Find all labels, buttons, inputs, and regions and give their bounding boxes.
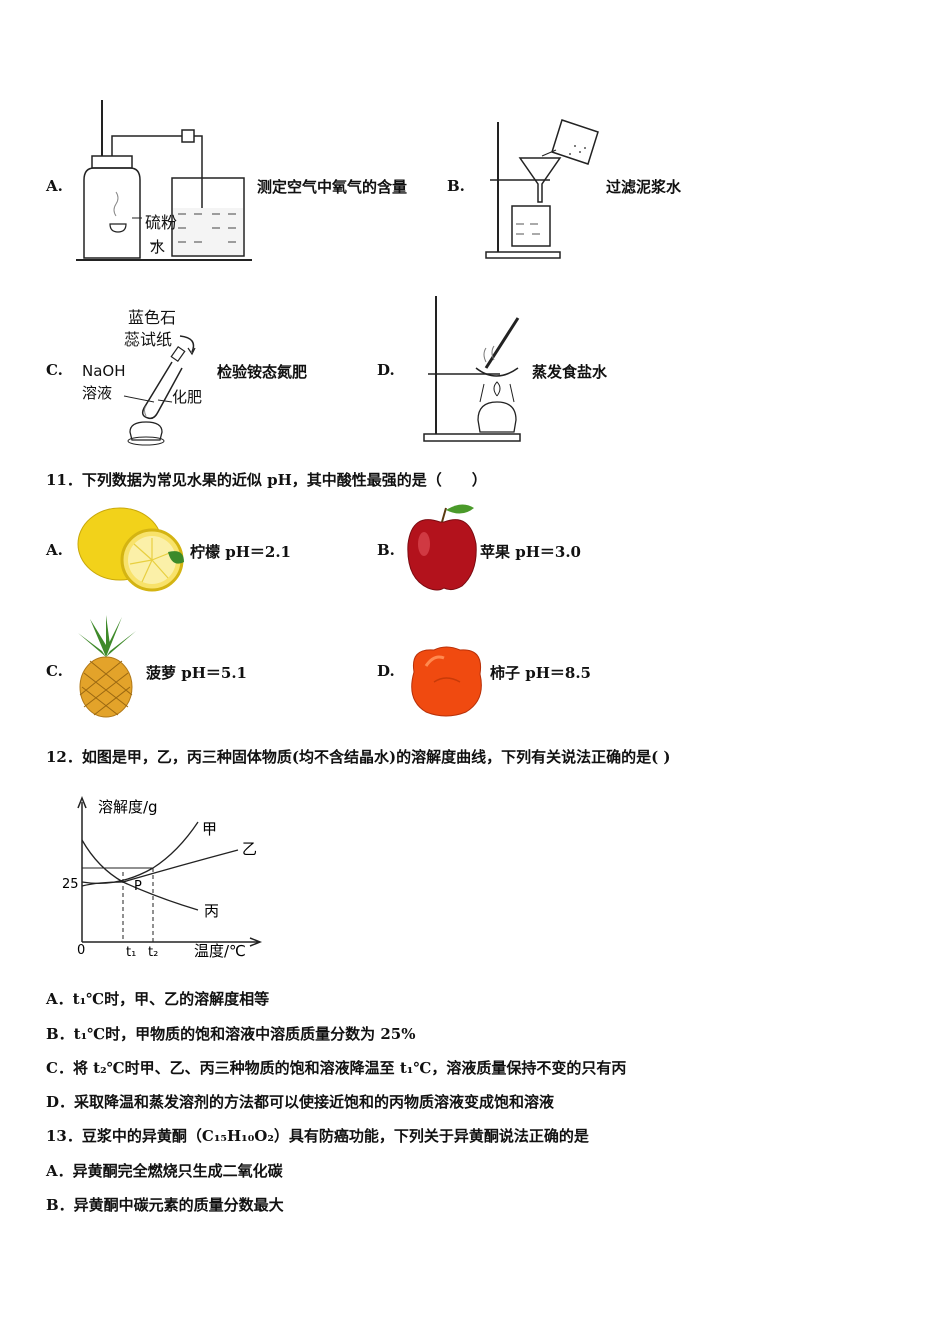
q13-stem: 13．豆浆中的异黄酮（C₁₅H₁₀O₂）具有防癌功能，下列关于异黄酮说法正确的是	[46, 1127, 589, 1145]
graph-xlabel: 温度/℃	[194, 942, 246, 960]
q10-option-b-label: 过滤泥浆水	[606, 178, 682, 196]
q10-option-d-label: 蒸发食盐水	[532, 363, 608, 381]
q10-option-a-label: 测定空气中氧气的含量	[257, 178, 408, 196]
q11-option-b-label: 苹果 pH＝3.0	[480, 543, 581, 561]
curve-jia	[81, 821, 199, 885]
sulfur-label: 硫粉	[145, 213, 178, 232]
q13-option-a: A．异黄酮完全燃烧只生成二氧化碳	[46, 1162, 283, 1180]
q12-option-b: B．t₁℃时，甲物质的饱和溶液中溶质质量分数为 25%	[46, 1025, 416, 1043]
litmus-label-2: 蕊试纸	[124, 330, 173, 349]
q10-option-a-letter: A.	[46, 177, 63, 195]
q11-option-b-letter: B.	[377, 541, 395, 559]
graph-label-bing: 丙	[204, 902, 219, 920]
graph-label-yi: 乙	[242, 840, 257, 858]
q10-option-c-label: 检验铵态氮肥	[217, 363, 308, 381]
ammonium-test-apparatus	[123, 335, 196, 446]
water-label: 水	[150, 238, 166, 256]
apple-image	[407, 504, 477, 591]
q12-option-a: A．t₁℃时，甲、乙的溶解度相等	[46, 990, 270, 1008]
oxygen-content-apparatus	[76, 100, 252, 261]
graph-t1: t₁	[126, 945, 136, 960]
evaporation-apparatus	[423, 296, 521, 442]
filtration-apparatus	[485, 119, 599, 259]
q11-option-d-label: 柿子 pH＝8.5	[490, 664, 591, 682]
q10-option-b-letter: B.	[447, 177, 465, 195]
graph-label-jia: 甲	[202, 820, 217, 838]
graph-point-p: P	[134, 879, 142, 894]
fertilizer-label: 化肥	[172, 388, 203, 406]
pineapple-image	[78, 615, 136, 718]
naoh-label: NaOH	[82, 362, 126, 380]
q11-option-a-label: 柠檬 pH＝2.1	[190, 543, 291, 561]
q11-option-c-label: 菠萝 pH＝5.1	[146, 664, 247, 682]
q11-option-c-letter: C.	[46, 662, 63, 680]
solubility-curve-graph: 溶解度/g 25 P 甲 乙 丙 0 t₁ t₂ 温度/℃	[62, 795, 263, 960]
graph-y25: 25	[62, 877, 79, 892]
graph-ylabel: 溶解度/g	[98, 798, 158, 816]
q13-option-b: B．异黄酮中碳元素的质量分数最大	[46, 1196, 284, 1214]
persimmon-image	[411, 646, 482, 717]
curve-bing	[81, 839, 199, 911]
q12-option-c: C．将 t₂℃时甲、乙、丙三种物质的饱和溶液降温至 t₁℃，溶液质量保持不变的只…	[46, 1059, 627, 1077]
q10-option-d-letter: D.	[377, 361, 395, 379]
graph-origin: 0	[77, 943, 85, 958]
solution-label: 溶液	[82, 384, 113, 402]
q12-option-d: D．采取降温和蒸发溶剂的方法都可以使接近饱和的丙物质溶液变成饱和溶液	[46, 1093, 555, 1111]
q11-stem: 11．下列数据为常见水果的近似 pH，其中酸性最强的是（ ）	[46, 471, 487, 489]
litmus-label-1: 蓝色石	[128, 308, 177, 327]
q10-option-c-letter: C.	[46, 361, 63, 379]
lemon-image	[77, 507, 184, 592]
q11-option-a-letter: A.	[46, 541, 63, 559]
q12-stem: 12．如图是甲，乙，丙三种固体物质(均不含结晶水)的溶解度曲线，下列有关说法正确…	[46, 748, 671, 766]
graph-t2: t₂	[148, 945, 158, 960]
curve-yi	[81, 849, 239, 887]
q11-option-d-letter: D.	[377, 662, 395, 680]
